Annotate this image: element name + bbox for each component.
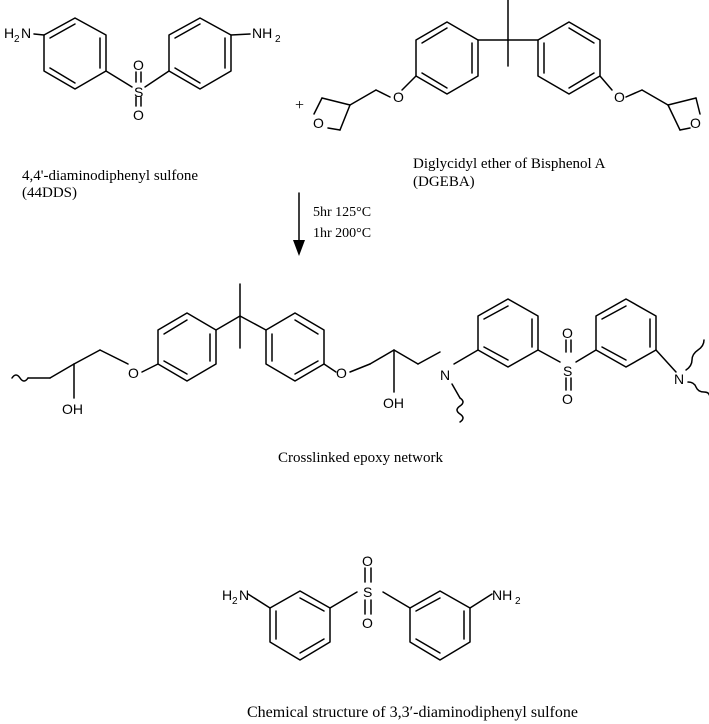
dgeba-structure <box>313 0 701 131</box>
dds44-sulfur: S <box>134 84 143 100</box>
dds44-right-amine-sub: 2 <box>275 34 281 45</box>
product-structure <box>11 283 709 423</box>
product-nitrogen-right: N <box>674 371 684 387</box>
product-hydroxyl-right: OH <box>383 395 404 411</box>
dds44-right-amine: NH <box>252 25 272 41</box>
dds44-left-amine-n: N <box>21 25 31 41</box>
dds44-left-amine-h: H <box>4 25 14 41</box>
dgeba-abbrev: (DGEBA) <box>413 174 475 190</box>
dds44-name: 4,4'-diaminodiphenyl sulfone <box>22 168 198 184</box>
product-nitrogen-left: N <box>440 367 450 383</box>
dds44-oxygen-top: O <box>133 57 144 73</box>
dgeba-name: Diglycidyl ether of Bisphenol A <box>413 156 606 172</box>
dds44-abbrev: (44DDS) <box>22 185 77 201</box>
product-hydroxyl-left: OH <box>62 401 83 417</box>
product-sulfur: S <box>563 363 572 379</box>
dgeba-epoxide-oxygen-right: O <box>690 115 701 131</box>
dgeba-ether-oxygen-right: O <box>614 89 625 105</box>
dgeba-epoxide-oxygen-left: O <box>313 115 324 131</box>
condition-step-1: 5hr 125°C <box>313 205 371 220</box>
product-sulfonyl-oxygen-bottom: O <box>562 391 573 407</box>
product-name: Crosslinked epoxy network <box>278 450 443 466</box>
product-ether-oxygen-left: O <box>128 365 139 381</box>
product-sulfonyl-oxygen-top: O <box>562 325 573 341</box>
dds33-sulfur: S <box>363 584 372 600</box>
dds33-caption: Chemical structure of 3,3′-diaminodiphen… <box>247 704 578 721</box>
dds33-left-amine-n: N <box>239 587 249 603</box>
dds33-left-amine-sub: 2 <box>232 596 238 607</box>
dds33-structure <box>247 567 493 661</box>
dds33-left-amine-h: H <box>222 587 232 603</box>
dds33-oxygen-top: O <box>362 553 373 569</box>
dds33-right-amine-sub: 2 <box>515 596 521 607</box>
dgeba-ether-oxygen-left: O <box>393 89 404 105</box>
condition-step-2: 1hr 200°C <box>313 226 371 241</box>
dds44-oxygen-bottom: O <box>133 107 144 123</box>
product-ether-oxygen-right: O <box>336 365 347 381</box>
dds44-left-amine-sub: 2 <box>14 34 20 45</box>
dds33-right-amine: NH <box>492 587 512 603</box>
dds44-structure <box>33 17 251 107</box>
reaction-arrow <box>293 192 305 256</box>
dds33-oxygen-bottom: O <box>362 615 373 631</box>
plus-sign: + <box>295 97 304 114</box>
